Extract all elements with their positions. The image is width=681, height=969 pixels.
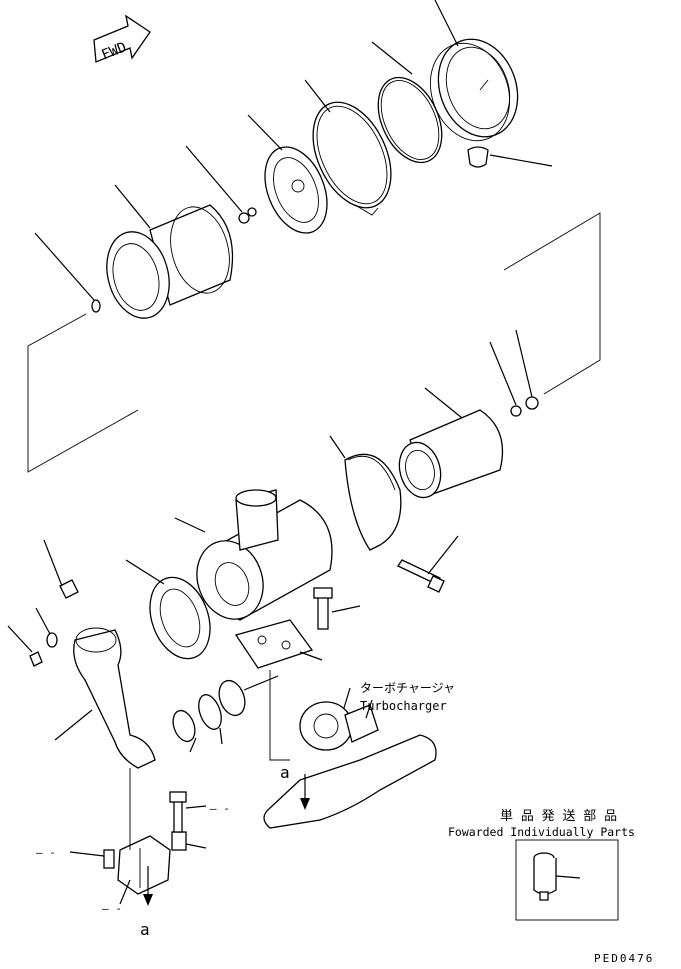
turbocharger-label-jp: ターボチャージャ xyxy=(360,681,455,695)
fwd-direction-arrow: FWD xyxy=(93,14,151,64)
inset-frame xyxy=(515,839,619,921)
evacuator-valve xyxy=(467,146,553,168)
flange-bolt-set xyxy=(7,539,79,667)
turbocharger-label-en: Turbocharger xyxy=(360,699,447,713)
band-clamp-lower xyxy=(329,435,402,551)
outer-element xyxy=(106,184,234,319)
elbow-pipe xyxy=(54,627,156,769)
note-jp: 単 品 発 送 部 品 xyxy=(500,808,617,824)
inner-element xyxy=(398,387,504,499)
inner-cover-disc xyxy=(247,114,328,234)
group-bracket-upper xyxy=(27,313,139,473)
note-en: Fowarded Individually Parts xyxy=(448,825,635,839)
support-bracket xyxy=(69,791,207,905)
mounting-bolt xyxy=(313,587,361,630)
end-cover xyxy=(429,0,519,142)
dash-label-left-2: – - xyxy=(102,902,122,915)
group-bracket-right xyxy=(503,212,601,395)
shipped-part-valve xyxy=(533,852,581,901)
small-washer xyxy=(34,232,101,313)
dash-label-right: – - xyxy=(210,802,230,815)
wing-nut xyxy=(185,145,257,224)
gasket-plate xyxy=(234,619,323,669)
band-clamp-upper xyxy=(304,79,392,216)
air-cleaner-body xyxy=(174,489,333,621)
view-ref-lower: a xyxy=(140,920,150,939)
view-ref-upper: a xyxy=(280,763,290,782)
o-ring-seal xyxy=(371,41,443,164)
long-bolt xyxy=(397,535,459,593)
drawing-code: PED0476 xyxy=(594,952,654,965)
inlet-gasket xyxy=(125,559,211,660)
view-arrow-lower-head xyxy=(143,894,153,906)
dash-label-left-1: – - xyxy=(36,846,56,859)
hose-clamps xyxy=(172,675,279,753)
view-arrow-upper-head xyxy=(300,798,310,810)
nut-pair xyxy=(489,329,539,417)
